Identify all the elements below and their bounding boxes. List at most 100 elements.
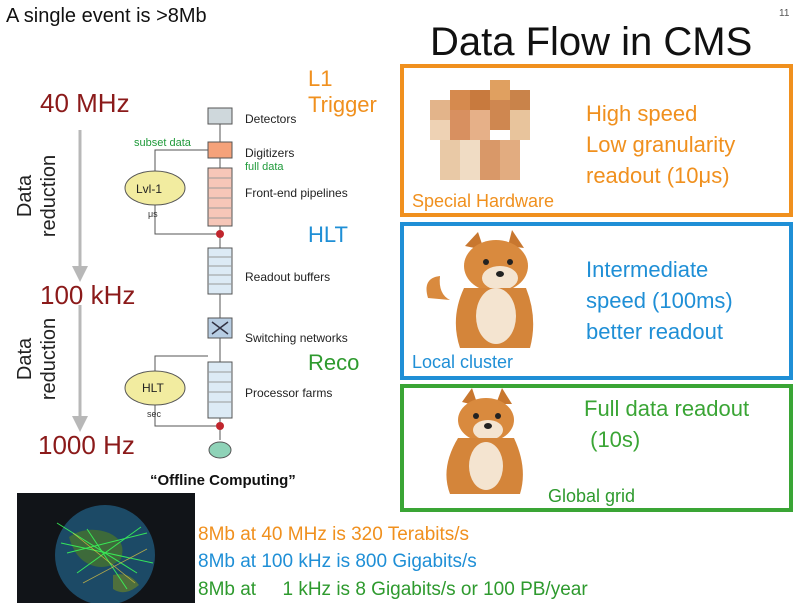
desc-line: better readout: [586, 319, 723, 344]
pixel: [440, 140, 460, 180]
pixel: [430, 120, 450, 140]
dog-eye: [495, 413, 501, 419]
desc-line: Intermediate: [586, 257, 709, 282]
stage-trigger-word: Trigger: [308, 92, 377, 117]
trigger-diagram: [124, 107, 233, 459]
pixel: [430, 100, 450, 120]
dog-eye: [473, 413, 479, 419]
local-cluster-description: Intermediate speed (100ms) better readou…: [586, 254, 733, 347]
hlt-latency-label: sec: [147, 409, 162, 419]
decision-dot-hlt: [216, 422, 224, 430]
local-cluster-caption: Local cluster: [412, 352, 514, 372]
front-end-pipelines-block: [207, 167, 233, 227]
readout-buffers-block: [207, 247, 233, 295]
rate-40mhz: 40 MHz: [40, 88, 130, 118]
network-link: [72, 532, 136, 584]
processor-farms-label: Processor farms: [245, 386, 333, 400]
switch-cross: [211, 321, 229, 335]
dog-muzzle: [482, 266, 518, 290]
pixel: [450, 110, 470, 140]
reduction-arrow-2-head: [72, 416, 88, 432]
digitizers-label: Digitizers: [245, 146, 295, 160]
special-hardware-caption: Special Hardware: [412, 191, 555, 211]
slide-number: 11: [779, 8, 790, 19]
pixel: [490, 100, 510, 130]
lvl1-label: Lvl-1: [136, 182, 163, 196]
network-links: [56, 522, 154, 590]
stage-l1-word: L1: [308, 66, 333, 91]
bottom-line-reco: 8Mb at 1 kHz is 8 Gigabits/s or 100 PB/y…: [198, 579, 588, 600]
desc-line: Full data readout: [584, 396, 750, 421]
stage-l1-trigger: L1 Trigger: [308, 66, 377, 118]
switching-networks-label: Switching networks: [245, 331, 348, 345]
pixel: [460, 140, 480, 180]
pixel: [470, 90, 490, 110]
desc-line: readout (10μs): [586, 163, 730, 188]
pixel: [510, 90, 530, 110]
data-reduction-label-top: Data reduction: [13, 141, 61, 251]
rate-1000hz: 1000 Hz: [38, 430, 135, 460]
bottom-line-hlt: 8Mb at 100 kHz is 800 Gigabits/s: [198, 551, 477, 572]
readout-buffers-label: Readout buffers: [245, 270, 331, 284]
detectors-block: [207, 107, 233, 125]
network-link: [56, 522, 138, 574]
event-size-note: A single event is >8Mb: [6, 5, 207, 27]
network-link: [82, 548, 148, 584]
slide-title: Data Flow in CMS: [430, 20, 753, 64]
special-hardware-description: High speed Low granularity readout (10μs…: [586, 98, 735, 191]
lvl1-loop-in: [154, 149, 208, 172]
pixelated-dog-image: [430, 80, 530, 180]
pixel: [450, 90, 470, 110]
decision-dot-l1: [216, 230, 224, 238]
reduction-word-1: Data: [14, 174, 36, 218]
stage-hlt: HLT: [308, 222, 348, 247]
network-link: [60, 542, 154, 564]
dog-eye: [483, 259, 489, 265]
dog-muzzle: [473, 420, 503, 440]
desc-line: (10s): [584, 427, 641, 452]
pixel: [510, 110, 530, 140]
dog-eye: [507, 259, 513, 265]
pixel: [480, 140, 500, 180]
hlt-loop-in: [154, 355, 208, 372]
dog-ear: [496, 388, 512, 404]
special-hardware-box: [400, 64, 793, 217]
grid-globe-image: [17, 493, 195, 603]
reduction-arrows: [72, 130, 88, 432]
pixel: [500, 140, 520, 180]
rate-100khz: 100 kHz: [40, 280, 136, 310]
offline-computing-label: “Offline Computing”: [150, 472, 296, 489]
dog-nose: [484, 423, 492, 429]
dog-chest: [469, 442, 503, 490]
subset-data-label: subset data: [134, 137, 191, 149]
pixel: [470, 110, 490, 140]
reduction-word-1: Data: [14, 337, 36, 381]
full-data-label: full data: [245, 161, 284, 173]
bottom-line-l1: 8Mb at 40 MHz is 320 Terabits/s: [198, 524, 470, 545]
network-link: [76, 526, 142, 574]
desc-line: speed (100ms): [586, 288, 733, 313]
reduction-word-2: reduction: [38, 154, 60, 238]
dog-image-large: [446, 388, 523, 494]
data-reduction-label-bottom: Data reduction: [13, 304, 61, 414]
pixel: [490, 80, 510, 100]
dog-tail: [426, 276, 450, 300]
global-grid-description: Full data readout (10s): [584, 393, 749, 455]
dog-nose: [496, 271, 504, 277]
desc-line: Low granularity: [586, 132, 736, 157]
dog-chest: [476, 288, 516, 344]
dog-image-medium: [426, 230, 534, 348]
network-link: [86, 528, 128, 590]
global-grid-box: [400, 384, 793, 512]
reduction-arrow-1-head: [72, 266, 88, 282]
hlt-ellipse-label: HLT: [142, 381, 164, 395]
desc-line: High speed: [586, 101, 698, 126]
offline-storage-block: [208, 441, 232, 459]
processor-farms-block: [207, 361, 233, 419]
lvl1-loop-out: [154, 205, 216, 235]
reduction-word-2: reduction: [38, 317, 60, 401]
detectors-label: Detectors: [245, 112, 297, 126]
network-links-yellow: [72, 532, 148, 584]
digitizers-block: [207, 141, 233, 159]
